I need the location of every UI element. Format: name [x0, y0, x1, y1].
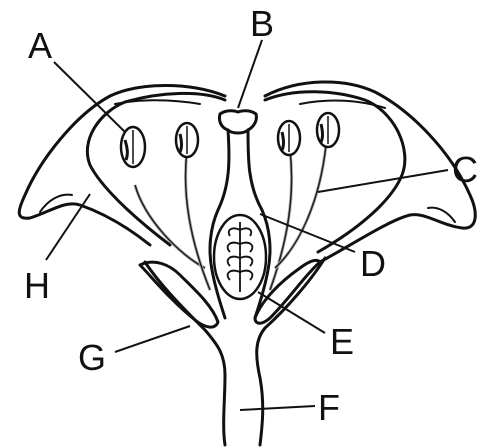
- label-c: C: [452, 149, 478, 190]
- ovules: [228, 222, 253, 292]
- anther-2: [176, 123, 198, 157]
- sepals: [140, 260, 320, 327]
- label-b: B: [250, 3, 274, 44]
- label-f: F: [318, 387, 340, 428]
- corolla: [19, 82, 475, 262]
- leader-f: [240, 406, 315, 410]
- left-petal-outer: [19, 86, 225, 246]
- leader-g: [115, 326, 190, 352]
- stigma: [219, 111, 256, 133]
- label-h: H: [24, 265, 50, 306]
- leader-a: [54, 62, 125, 132]
- label-a: A: [28, 25, 52, 66]
- leader-b: [238, 40, 262, 108]
- anther-1: [121, 127, 145, 167]
- right-petal-vein: [300, 101, 385, 108]
- receptacle-right: [257, 258, 325, 445]
- style-right: [248, 130, 270, 318]
- filament-2-outline: [186, 150, 210, 290]
- style-left: [210, 130, 229, 318]
- receptacle-left: [145, 262, 225, 445]
- label-e: E: [330, 321, 354, 362]
- anther-4: [317, 113, 339, 147]
- leader-c: [318, 170, 448, 192]
- label-g: G: [78, 337, 106, 378]
- label-d: D: [360, 243, 386, 284]
- anther-3: [278, 121, 300, 155]
- right-petal-outer: [265, 82, 475, 262]
